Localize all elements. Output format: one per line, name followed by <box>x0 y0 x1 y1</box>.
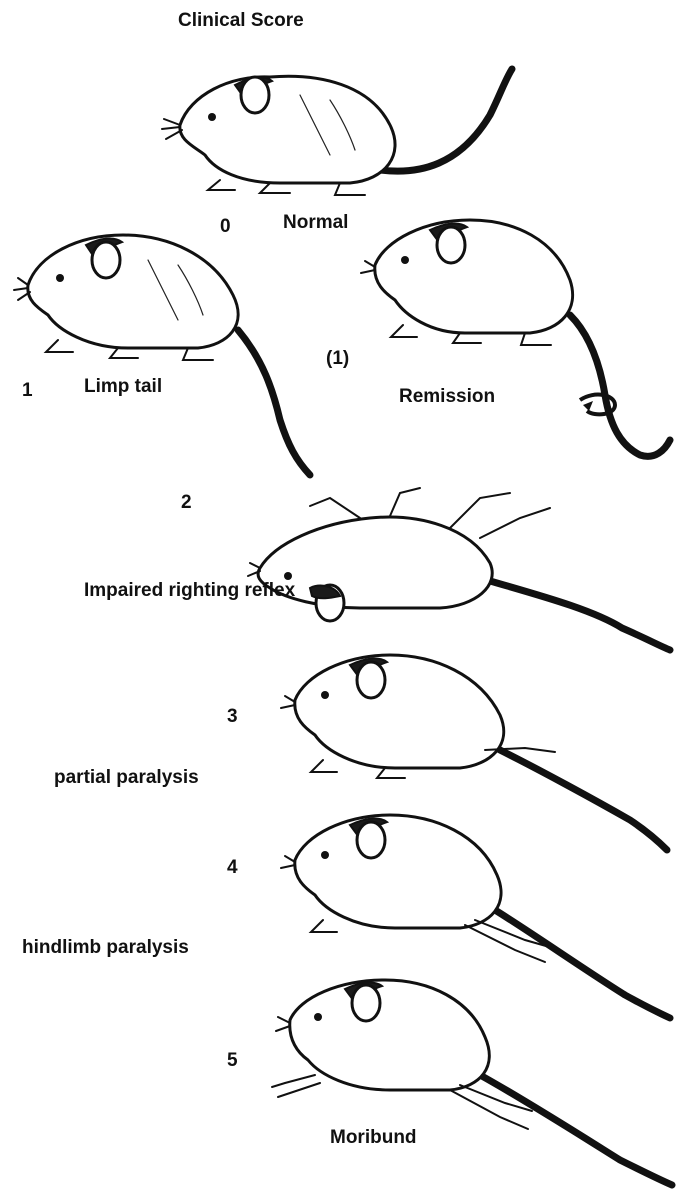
score-3-number: 3 <box>227 706 238 728</box>
mouse-moribund-illustration <box>270 965 680 1190</box>
score-1-remission-number: (1) <box>326 348 349 370</box>
score-1-label: Limp tail <box>84 376 162 398</box>
figure-title: Clinical Score <box>178 10 304 32</box>
mouse-impaired-righting-illustration <box>250 468 675 653</box>
score-3-label: partial paralysis <box>54 767 199 789</box>
mouse-normal-illustration <box>160 55 520 205</box>
score-4-label: hindlimb paralysis <box>22 937 189 959</box>
score-2-number: 2 <box>181 492 192 514</box>
score-1-remission-label: Remission <box>399 386 495 408</box>
score-4-number: 4 <box>227 857 238 879</box>
score-5-number: 5 <box>227 1050 238 1072</box>
score-5-label: Moribund <box>330 1127 417 1149</box>
score-2-label: Impaired righting reflex <box>84 578 304 604</box>
mouse-remission-illustration <box>365 205 685 470</box>
score-1-number: 1 <box>22 380 33 402</box>
mouse-limp-tail-illustration <box>18 220 318 480</box>
